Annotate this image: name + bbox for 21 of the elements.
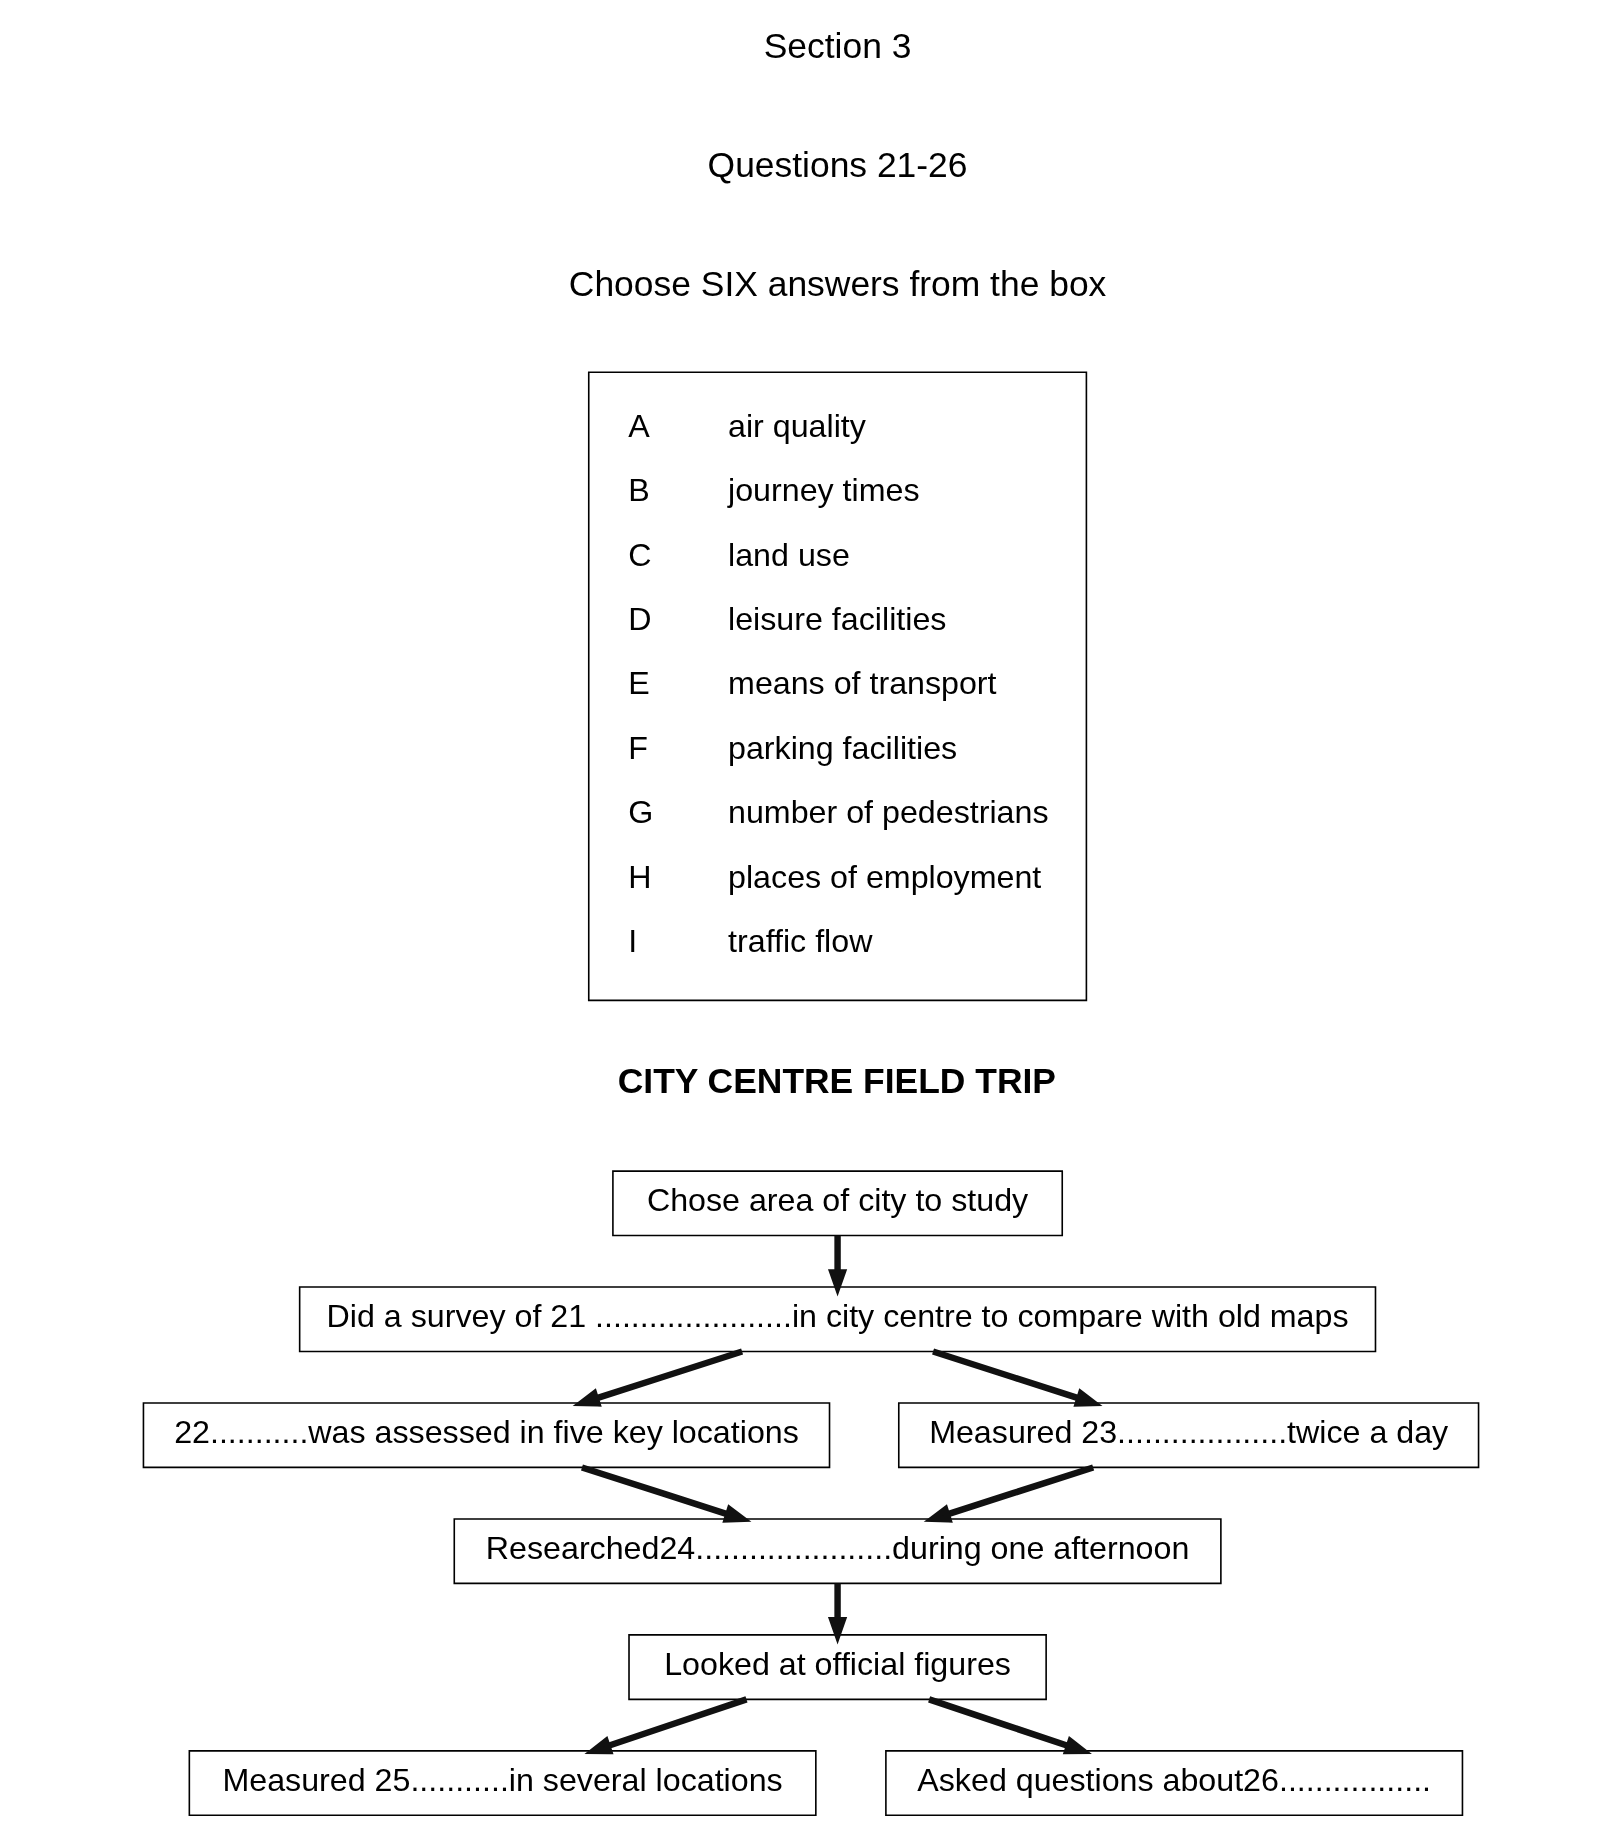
arrow bbox=[572, 1348, 744, 1407]
node-box: Did a survey of 21 ......................in city centre to compare with old maps bbox=[298, 1286, 1377, 1353]
arrow bbox=[827, 1235, 848, 1297]
label: Questions 21-26 bbox=[707, 144, 968, 185]
label: CITY CENTRE FIELD TRIP bbox=[617, 1061, 1056, 1102]
label: Section 3 bbox=[763, 25, 912, 66]
arrow bbox=[923, 1464, 1095, 1523]
node-box: Researched24......................during one afternoon bbox=[453, 1518, 1222, 1585]
node-box: Measured 25...........in several locations bbox=[188, 1750, 817, 1817]
arrow bbox=[584, 1696, 748, 1755]
node-box: Asked questions about26................. bbox=[885, 1750, 1464, 1817]
arrow bbox=[580, 1464, 752, 1523]
node-box: Looked at official figures bbox=[628, 1634, 1047, 1701]
node-box: 22...........was assessed in five key locations bbox=[142, 1402, 831, 1469]
arrow bbox=[932, 1348, 1103, 1407]
node-box: A air quality B journey times C land use D leisure facilities E means of transport F parking facilities G number of pedestrians H places of employment I traffic flow bbox=[587, 371, 1088, 1002]
node-box: Chose area of city to study bbox=[612, 1170, 1064, 1237]
arrow bbox=[928, 1696, 1092, 1755]
label: Choose SIX answers from the box bbox=[568, 263, 1107, 304]
arrow bbox=[827, 1583, 848, 1645]
node-box: Measured 23...................twice a day bbox=[897, 1402, 1480, 1469]
